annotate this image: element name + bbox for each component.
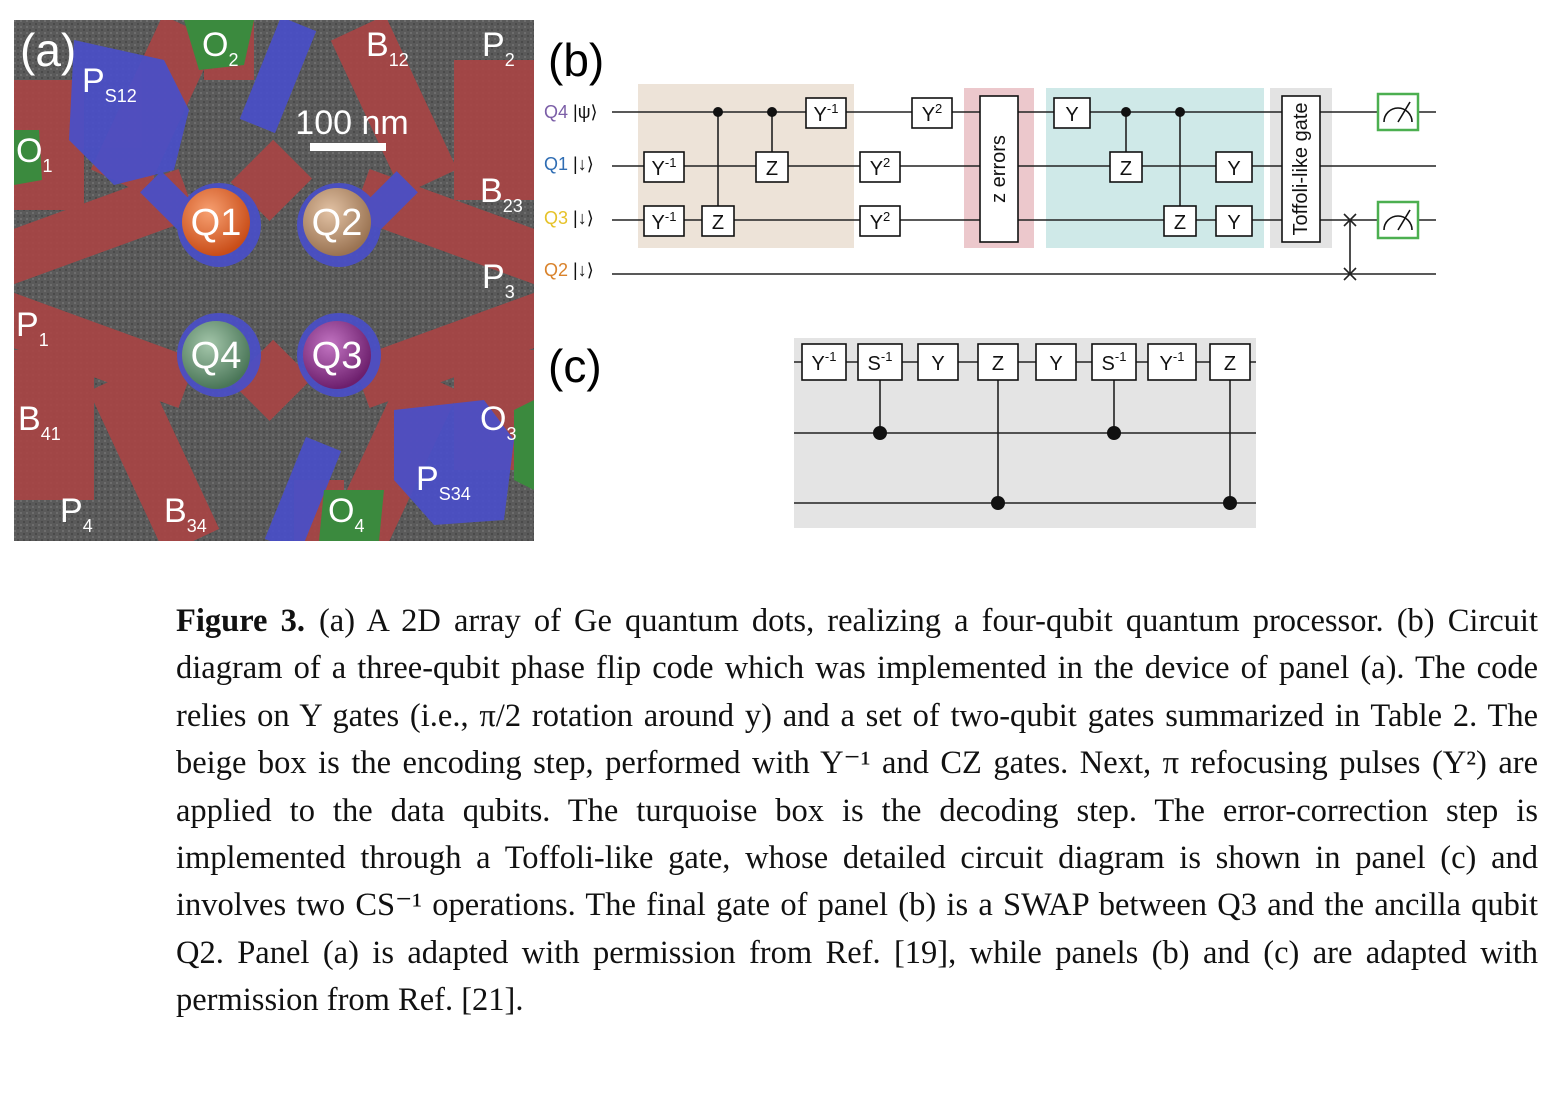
figure-caption: Figure 3.(a) A 2D array of Ge quantum do…	[176, 598, 1538, 1025]
row-label-q1: Q1 |↓⟩	[544, 154, 594, 174]
caption-body: (a) A 2D array of Ge quantum dots, reali…	[176, 603, 1538, 1019]
svg-text:Y: Y	[1049, 353, 1062, 375]
gate-label-p4: P4	[60, 492, 93, 536]
row-label-q4: Q4 |ψ⟩	[544, 102, 598, 122]
gate-label-p2: P2	[482, 26, 515, 70]
svg-text:Z: Z	[1174, 212, 1186, 234]
c-gate-s-inv-1: S-1	[857, 343, 903, 381]
scale-bar	[310, 143, 386, 151]
gate-label-o3: O3	[480, 400, 516, 444]
control-dot	[1175, 107, 1185, 117]
swap-cross-q2	[1343, 267, 1357, 281]
svg-text:Y: Y	[1065, 104, 1078, 126]
gate-z-q3: Z	[701, 205, 735, 237]
device-micrograph: Q1 Q2 Q4 Q3 100 nm (a) O2 B12 P2 PS12 O1…	[14, 20, 534, 541]
svg-text:Y2: Y2	[870, 209, 891, 234]
c-gate-s-inv-2: S-1	[1091, 343, 1137, 381]
qubit-q2	[303, 188, 371, 256]
qubit-label-q2: Q2	[312, 202, 363, 244]
gate-y-q1-dec: Y	[1215, 151, 1253, 183]
svg-text:Y2: Y2	[870, 155, 891, 180]
gate-label-o1: O1	[16, 132, 52, 176]
svg-text:Y-1: Y-1	[814, 101, 839, 126]
gate-label-ps34: PS34	[416, 460, 471, 504]
control-dot	[873, 426, 887, 440]
gate-label-o2: O2	[202, 26, 238, 70]
svg-text:Y: Y	[1227, 212, 1240, 234]
green-ohmics	[14, 20, 534, 541]
control-dot	[767, 107, 777, 117]
gate-y-q3-dec: Y	[1215, 205, 1253, 237]
gate-label-o4: O4	[328, 492, 364, 536]
svg-text:Z: Z	[712, 212, 724, 234]
svg-text:Y-1: Y-1	[652, 155, 677, 180]
svg-text:Y-1: Y-1	[1160, 349, 1185, 375]
control-dot	[1107, 426, 1121, 440]
svg-text:Y: Y	[931, 353, 944, 375]
gate-y-q4: Y	[1053, 97, 1091, 129]
gate-z-q3-dec: Z	[1163, 205, 1197, 237]
gate-z-q1: Z	[755, 151, 789, 183]
scale-bar-label: 100 nm	[295, 104, 408, 142]
svg-text:Y-1: Y-1	[812, 349, 837, 375]
qubit-q1	[182, 188, 250, 256]
svg-text:Z: Z	[766, 158, 778, 180]
svg-text:Z: Z	[992, 353, 1004, 375]
gate-y2-q3: Y2	[859, 205, 901, 237]
gate-label-p3: P3	[482, 258, 515, 302]
gate-label-ps12: PS12	[82, 62, 137, 106]
c-gate-y-2: Y	[1035, 343, 1077, 381]
svg-text:Z: Z	[1120, 158, 1132, 180]
c-gate-z-1: Z	[977, 343, 1019, 381]
gate-y2-q4: Y2	[911, 97, 953, 129]
svg-text:S-1: S-1	[868, 349, 893, 375]
row-label-q2: Q2 |↓⟩	[544, 260, 594, 280]
measurement-q4-icon	[1376, 92, 1420, 132]
c-gate-y-inv-1: Y-1	[801, 343, 847, 381]
gate-y2-q1: Y2	[859, 151, 901, 183]
caption-lead: Figure 3.	[176, 603, 305, 639]
gate-z-q1-dec: Z	[1109, 151, 1143, 183]
z-errors-block: z errors	[979, 95, 1019, 243]
c-gate-y-1: Y	[917, 343, 959, 381]
gate-label-b12: B12	[366, 26, 409, 70]
control-dot	[1223, 496, 1237, 510]
qubit-label-q3: Q3	[312, 335, 363, 377]
svg-text:Y-1: Y-1	[652, 209, 677, 234]
swap-cross-q3	[1343, 213, 1357, 227]
toffoli-like-gate: Toffoli-like gate	[1281, 95, 1321, 243]
gate-y-inv-q1: Y-1	[643, 151, 685, 183]
panel-a-letter: (a)	[20, 24, 76, 76]
panel-c-letter: (c)	[548, 340, 602, 392]
gate-label-b23: B23	[480, 172, 523, 216]
svg-text:S-1: S-1	[1102, 349, 1127, 375]
measurement-q3-icon	[1376, 200, 1420, 240]
c-gate-y-inv-2: Y-1	[1147, 343, 1197, 381]
svg-text:Y: Y	[1227, 158, 1240, 180]
qubit-q4	[182, 321, 250, 389]
control-dot	[713, 107, 723, 117]
gate-y-inv-q3: Y-1	[643, 205, 685, 237]
qubit-label-q4: Q4	[191, 335, 242, 377]
gate-label-b34: B34	[164, 492, 207, 536]
qubit-label-q1: Q1	[191, 202, 242, 244]
row-label-q3: Q3 |↓⟩	[544, 208, 594, 228]
svg-text:Y2: Y2	[922, 101, 943, 126]
svg-text:Toffoli-like gate: Toffoli-like gate	[1290, 102, 1312, 235]
control-dot	[1121, 107, 1131, 117]
qubit-q3	[303, 321, 371, 389]
gate-label-b41: B41	[18, 400, 61, 444]
svg-text:Z: Z	[1224, 353, 1236, 375]
c-gate-z-2: Z	[1209, 343, 1251, 381]
gate-y-inv-q4: Y-1	[805, 97, 847, 129]
control-dot	[991, 496, 1005, 510]
svg-text:z errors: z errors	[988, 135, 1010, 203]
panel-b-letter: (b)	[548, 34, 604, 86]
circuit-diagrams: (b) (c) Q4 |ψ⟩ Q1 |↓⟩ Q3 |↓⟩ Q2 |↓⟩ Y-1 …	[544, 34, 1436, 528]
gate-label-p1: P1	[16, 306, 49, 350]
